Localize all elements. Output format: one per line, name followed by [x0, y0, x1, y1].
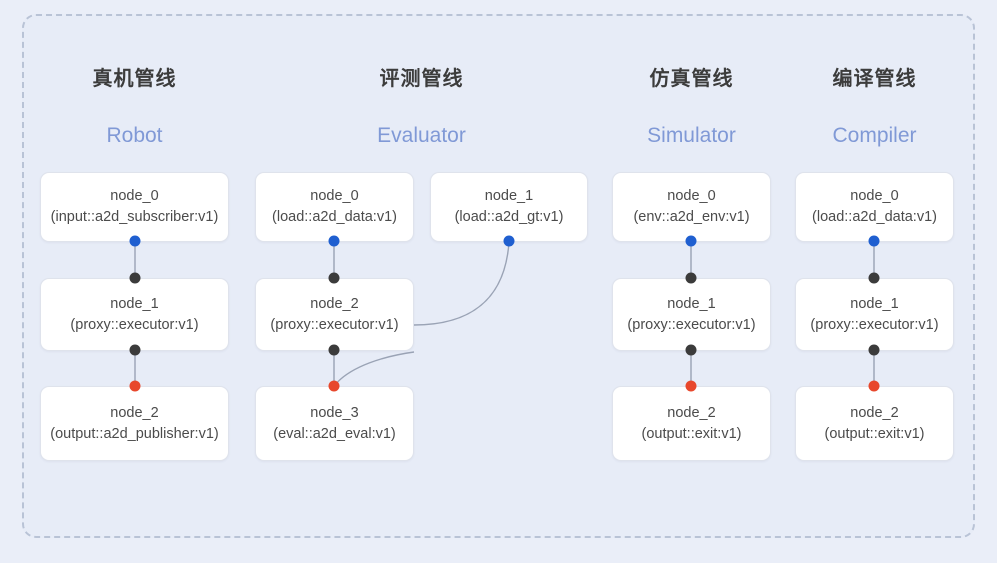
pipeline-title-cn-3: 编译管线 [832, 68, 917, 90]
node-box[interactable]: node_2(output::exit:v1) [795, 386, 954, 461]
node-name: node_1 [110, 295, 159, 312]
node-name: node_1 [484, 188, 534, 204]
node-type: (env::a2d_env:v1) [633, 209, 750, 225]
node-type: (proxy::executor:v1) [810, 316, 939, 333]
port-out-black-icon[interactable] [129, 344, 141, 356]
node-name: node_1 [850, 295, 899, 312]
node-box[interactable]: node_3(eval::a2d_eval:v1) [255, 386, 414, 461]
port-in-black-icon[interactable] [685, 272, 697, 284]
node-box[interactable]: node_1(load::a2d_gt:v1) [430, 172, 588, 242]
node-name: node_3 [310, 404, 359, 421]
node-name: node_0 [110, 188, 159, 204]
node-name: node_0 [310, 188, 359, 204]
node-box[interactable]: node_0(load::a2d_data:v1) [795, 172, 954, 242]
node-box[interactable]: node_0(load::a2d_data:v1) [255, 172, 414, 242]
port-out-black-icon[interactable] [685, 344, 697, 356]
port-out-blue-icon[interactable] [685, 235, 697, 247]
pipeline-title-cn-2: 仿真管线 [649, 68, 734, 90]
port-out-blue-icon[interactable] [503, 235, 515, 247]
pipeline-title-en-0: Robot [106, 124, 163, 147]
port-out-black-icon[interactable] [868, 344, 880, 356]
pipeline-title-cn-1: 评测管线 [379, 68, 464, 90]
node-box[interactable]: node_0(env::a2d_env:v1) [612, 172, 771, 242]
node-type: (proxy::executor:v1) [627, 316, 756, 333]
node-type: (load::a2d_gt:v1) [454, 209, 564, 225]
node-box[interactable]: node_1(proxy::executor:v1) [40, 278, 229, 351]
node-box[interactable]: node_1(proxy::executor:v1) [612, 278, 771, 351]
port-in-black-icon[interactable] [868, 272, 880, 284]
port-in-black-icon[interactable] [328, 272, 340, 284]
node-type: (output::exit:v1) [824, 425, 925, 442]
node-type: (eval::a2d_eval:v1) [273, 425, 396, 442]
node-type: (load::a2d_data:v1) [812, 209, 937, 225]
port-in-red-icon[interactable] [685, 380, 697, 392]
node-name: node_1 [667, 295, 716, 312]
node-name: node_0 [667, 188, 716, 204]
pipeline-title-cn-0: 真机管线 [92, 68, 177, 90]
node-name: node_2 [667, 404, 716, 421]
port-out-blue-icon[interactable] [868, 235, 880, 247]
port-out-blue-icon[interactable] [328, 235, 340, 247]
node-type: (output::exit:v1) [641, 425, 742, 442]
port-in-black-icon[interactable] [129, 272, 141, 284]
node-name: node_2 [310, 295, 359, 312]
node-name: node_2 [850, 404, 899, 421]
port-out-black-icon[interactable] [328, 344, 340, 356]
port-in-red-icon[interactable] [129, 380, 141, 392]
pipeline-title-en-1: Evaluator [377, 124, 466, 147]
pipeline-title-en-2: Simulator [647, 124, 736, 147]
node-type: (input::a2d_subscriber:v1) [50, 209, 219, 225]
node-name: node_0 [850, 188, 899, 204]
port-in-red-icon[interactable] [868, 380, 880, 392]
node-box[interactable]: node_0(input::a2d_subscriber:v1) [40, 172, 229, 242]
node-type: (proxy::executor:v1) [70, 316, 199, 333]
node-name: node_2 [110, 404, 159, 421]
node-type: (output::a2d_publisher:v1) [50, 425, 219, 442]
node-box[interactable]: node_2(output::exit:v1) [612, 386, 771, 461]
node-type: (load::a2d_data:v1) [272, 209, 397, 225]
node-type: (proxy::executor:v1) [270, 316, 399, 333]
node-box[interactable]: node_2(proxy::executor:v1) [255, 278, 414, 351]
node-box[interactable]: node_2(output::a2d_publisher:v1) [40, 386, 229, 461]
port-out-blue-icon[interactable] [129, 235, 141, 247]
node-box[interactable]: node_1(proxy::executor:v1) [795, 278, 954, 351]
pipeline-title-en-3: Compiler [832, 124, 917, 147]
port-in-red-icon[interactable] [328, 380, 340, 392]
